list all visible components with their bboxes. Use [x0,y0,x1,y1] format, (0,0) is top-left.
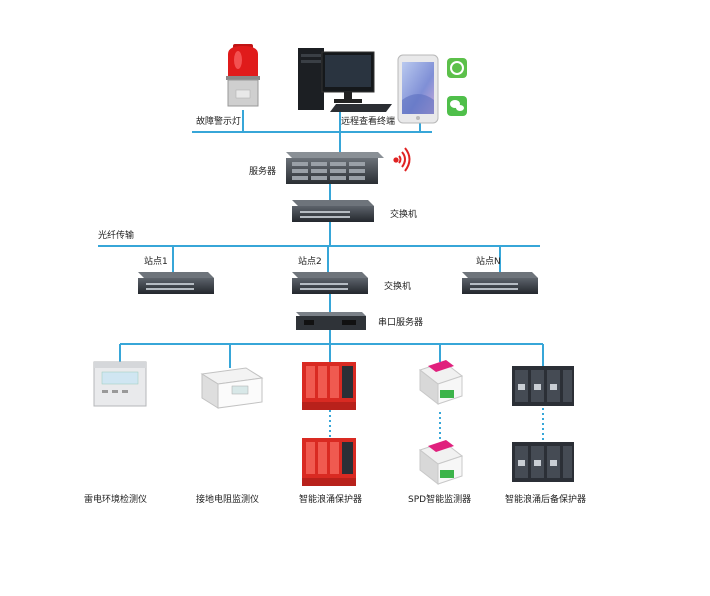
smartphone-icon [397,54,439,124]
surge-protector-device [302,438,356,486]
remote-terminal-label: 远程查看终端 [341,117,396,127]
network-switch-icon [138,272,214,294]
switch-top-label: 交换机 [390,210,418,220]
device-3-label: 智能浪涌保护器 [299,495,363,505]
backup-protector-device [512,366,574,406]
desktop-computer-icon [298,48,392,112]
lightning-detector-device [93,361,147,407]
fiber-label: 光纤传输 [98,231,135,241]
network-switch-icon [292,200,374,222]
serial-server-label: 串口服务器 [378,318,424,328]
device-5-label: 智能浪涌后备保护器 [505,495,587,505]
wifi-icon [393,147,411,172]
wechat-icon [447,96,467,116]
app-icon [447,58,467,78]
device-2-label: 接地电阻监测仪 [196,495,260,505]
device-1-label: 雷电环境检测仪 [84,495,148,505]
site-n-label: 站点N [476,257,501,267]
spd-monitor-device [418,360,464,406]
device-4-label: SPD智能监测器 [408,495,472,505]
network-switch-icon [462,272,538,294]
site-2-label: 站点2 [298,257,322,267]
network-switch-icon [292,272,368,294]
server-label: 服务器 [249,167,277,177]
ground-resistance-device [200,367,264,409]
connection-lines [98,110,544,368]
serial-server-icon [296,312,366,330]
switch-mid-label: 交换机 [384,282,412,292]
site-1-label: 站点1 [144,257,168,267]
backup-protector-device [512,442,574,482]
dotted-links [329,408,544,440]
surge-protector-device [302,362,356,410]
alarm-light-label: 故障警示灯 [196,117,242,127]
spd-monitor-device [418,440,464,486]
alarm-light-icon [226,44,260,107]
server-icon [286,152,384,184]
